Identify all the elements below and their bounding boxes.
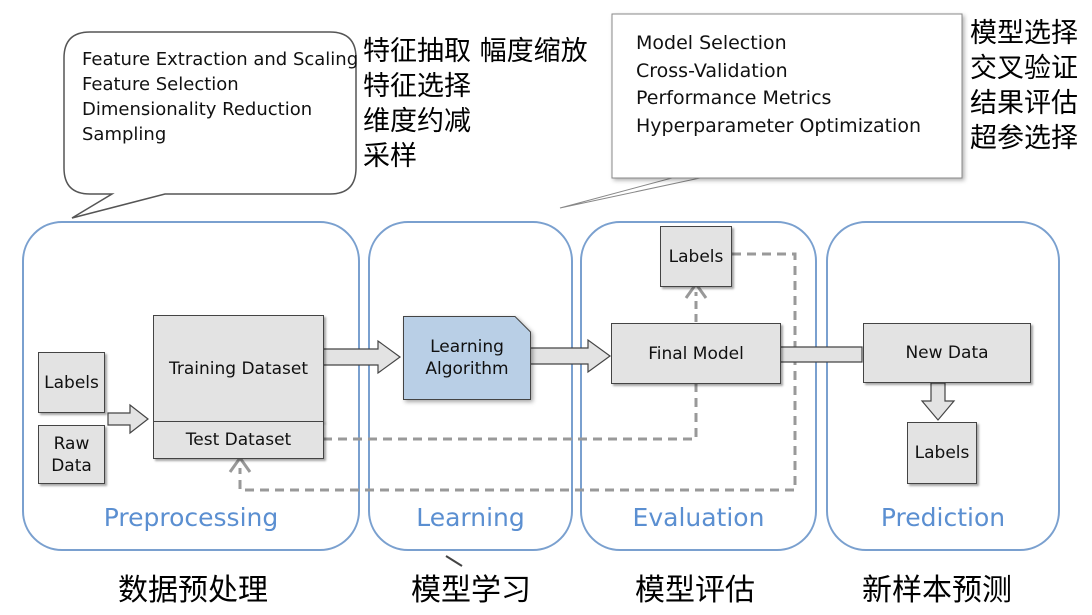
evaluation-item: Hyperparameter Optimization — [636, 114, 921, 137]
evaluation-zh-line: 交叉验证 — [970, 53, 1078, 84]
learning-algorithm-box: Learning Algorithm — [403, 316, 531, 400]
stage-title-prediction: Prediction — [880, 503, 1006, 532]
test-dataset-box: Test Dataset — [153, 421, 324, 459]
learning-algorithm-line1: Learning — [430, 337, 504, 357]
arrow-training-to-algorithm — [322, 339, 402, 375]
final-model-label: Final Model — [648, 343, 744, 364]
evaluation-callout-list: Model Selection Cross-Validation Perform… — [636, 30, 921, 140]
preprocess-item: Dimensionality Reduction — [82, 99, 313, 120]
final-model-box: Final Model — [611, 323, 781, 384]
training-dataset-label: Training Dataset — [168, 358, 309, 379]
arrow-inputs-to-training — [107, 403, 149, 435]
caption-evaluation: 模型评估 — [635, 573, 755, 608]
preprocess-item: Feature Extraction and Scaling — [82, 49, 359, 70]
labels-prediction-label: Labels — [914, 443, 970, 463]
preprocess-zh-line: 特征抽取 幅度缩放 — [363, 36, 588, 67]
labels-input-box: Labels — [38, 352, 105, 413]
stage-evaluation: Evaluation — [580, 221, 817, 551]
evaluation-item: Cross-Validation — [636, 59, 788, 82]
labels-input-label: Labels — [44, 372, 99, 393]
labels-eval-label: Labels — [668, 246, 724, 267]
evaluation-zh-line: 结果评估 — [970, 88, 1078, 119]
bar-model-to-newdata — [779, 346, 863, 363]
evaluation-item: Model Selection — [636, 32, 787, 54]
preprocess-zh-line: 维度约减 — [363, 106, 471, 137]
labels-prediction-box: Labels — [907, 422, 977, 484]
training-dataset-box: Training Dataset — [153, 315, 324, 422]
stage-title-preprocessing: Preprocessing — [103, 503, 279, 532]
caption-preprocessing: 数据预处理 — [118, 573, 268, 608]
preprocess-zh-line: 采样 — [363, 141, 417, 172]
preprocess-zh-list: 特征抽取 幅度缩放 特征选择 维度约减 采样 — [363, 34, 588, 174]
dashed-labels-loop — [238, 252, 797, 492]
labels-eval-box: Labels — [660, 226, 732, 287]
preprocess-callout-bubble — [63, 31, 357, 219]
evaluation-callout-box — [611, 13, 963, 179]
raw-data-line1: Raw — [53, 433, 90, 454]
evaluation-zh-line: 超参选择 — [970, 123, 1078, 154]
stage-title-evaluation: Evaluation — [632, 503, 765, 532]
learning-pointer-mark — [445, 555, 463, 567]
preprocess-zh-line: 特征选择 — [363, 71, 471, 102]
raw-data-box: Raw Data — [38, 425, 105, 484]
new-data-label: New Data — [905, 343, 989, 363]
evaluation-zh-line: 模型选择 — [970, 18, 1078, 49]
caption-learning: 模型学习 — [411, 573, 531, 608]
stage-learning: Learning — [368, 221, 573, 551]
arrow-newdata-to-labels — [920, 382, 956, 421]
evaluation-zh-list: 模型选择 交叉验证 结果评估 超参选择 — [970, 16, 1078, 156]
preprocess-item: Sampling — [82, 124, 167, 145]
evaluation-item: Performance Metrics — [636, 87, 832, 109]
new-data-box: New Data — [863, 323, 1031, 383]
stage-title-learning: Learning — [416, 503, 525, 532]
learning-algorithm-shape — [403, 316, 531, 400]
preprocess-item: Feature Selection — [82, 74, 239, 95]
raw-data-line2: Data — [51, 455, 92, 476]
caption-prediction: 新样本预测 — [862, 573, 1012, 608]
dashed-test-to-model — [323, 384, 698, 441]
learning-algorithm-line2: Algorithm — [425, 359, 509, 379]
preprocess-callout-list: Feature Extraction and Scaling Feature S… — [82, 47, 358, 147]
arrow-algorithm-to-model — [529, 338, 612, 374]
test-dataset-label: Test Dataset — [185, 430, 292, 450]
